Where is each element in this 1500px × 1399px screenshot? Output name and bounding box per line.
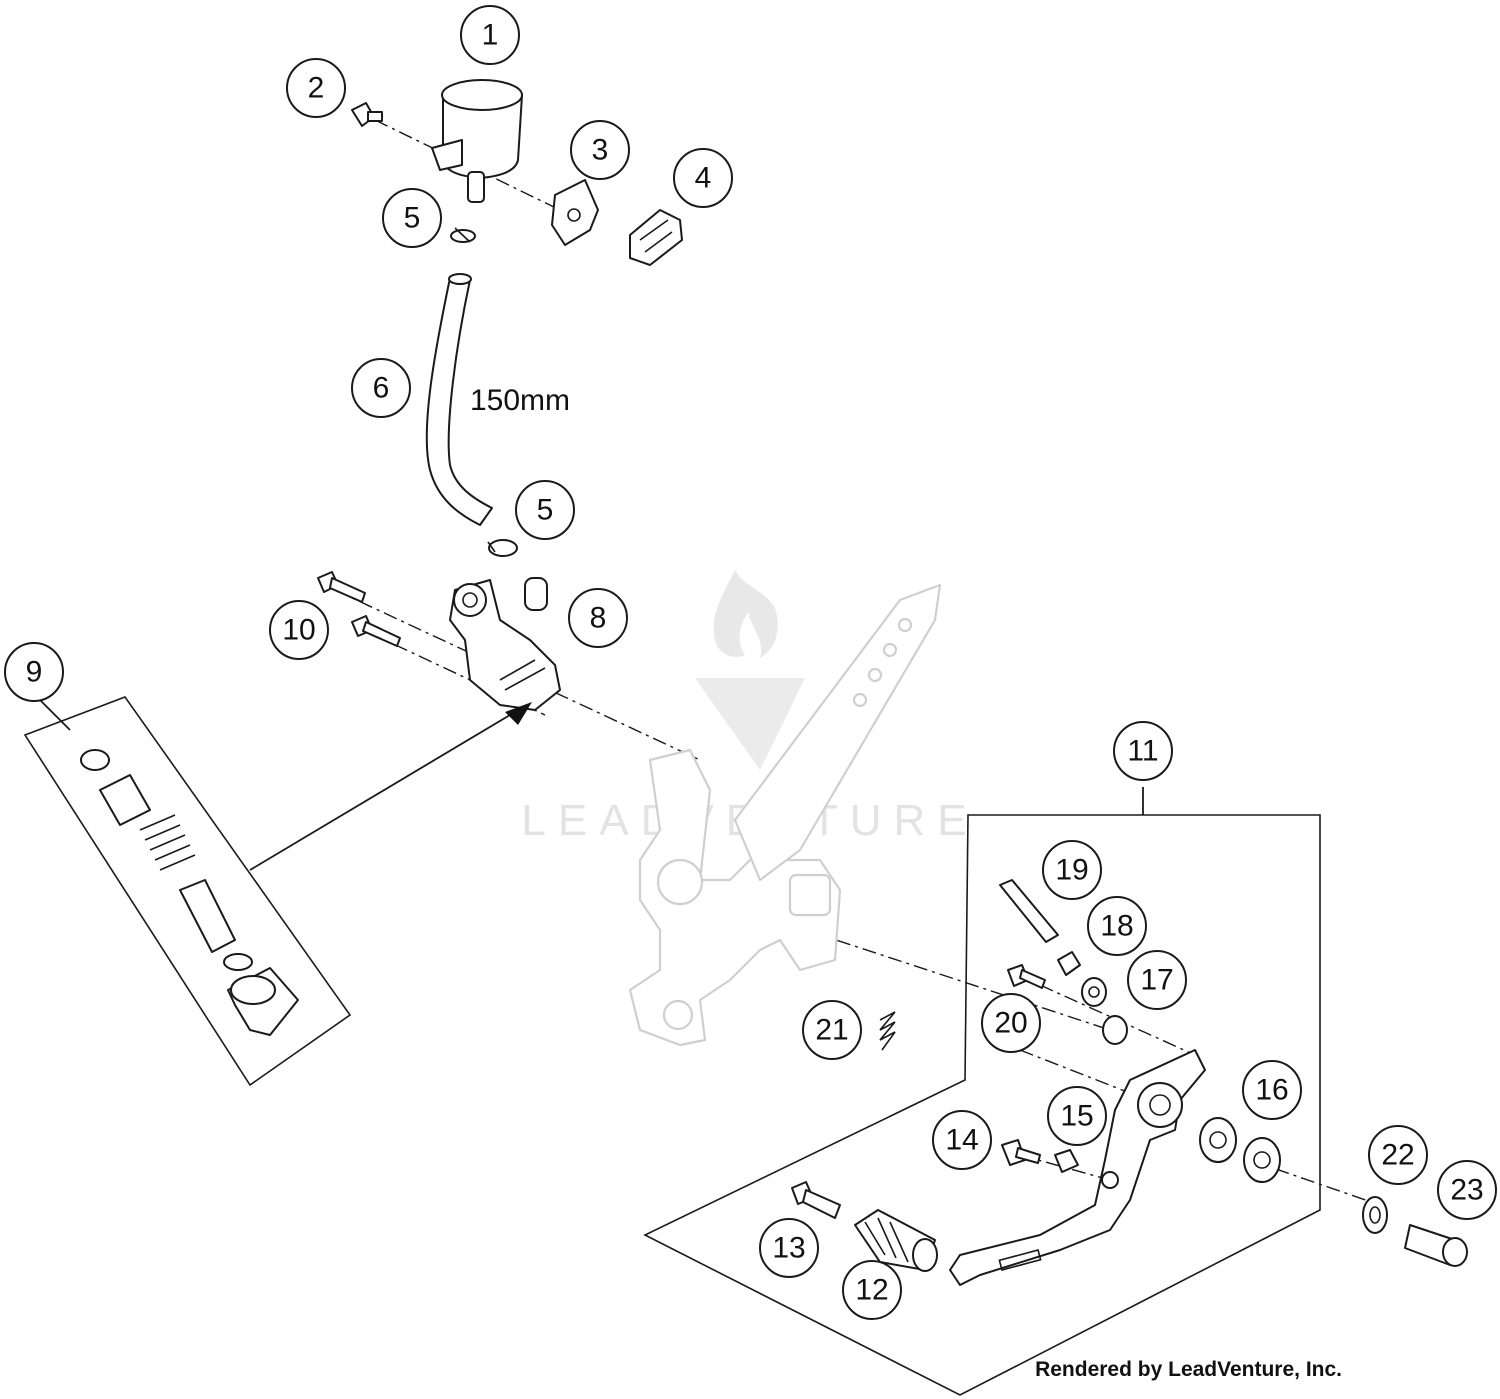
callout-19: 19 xyxy=(1042,840,1102,900)
callout-11: 11 xyxy=(1113,721,1173,781)
callout-2: 2 xyxy=(286,58,346,118)
callout-label: 22 xyxy=(1381,1139,1414,1172)
callout-15: 15 xyxy=(1047,1086,1107,1146)
nut-small xyxy=(1057,951,1081,976)
callout-12: 12 xyxy=(842,1260,902,1320)
callout-4: 4 xyxy=(673,148,733,208)
callout-label: 21 xyxy=(815,1014,848,1047)
pedal-assembly-box xyxy=(643,787,1321,1396)
hose-clamp-lower xyxy=(487,539,518,557)
callout-3: 3 xyxy=(570,120,630,180)
callout-label: 17 xyxy=(1140,964,1173,997)
callout-label: 1 xyxy=(482,19,499,52)
callout-label: 19 xyxy=(1055,854,1088,887)
stop-bolt xyxy=(1001,1139,1041,1166)
hose-length-label: 150mm xyxy=(470,384,570,417)
callout-label: 9 xyxy=(26,656,43,689)
flame-logo-icon xyxy=(713,570,778,658)
brake-fluid-reservoir xyxy=(431,79,523,203)
callout-label: 11 xyxy=(1127,735,1158,768)
callout-label: 2 xyxy=(308,72,325,105)
pedal-rubber xyxy=(854,1209,938,1272)
callout-label: 15 xyxy=(1060,1100,1093,1133)
render-credit: Rendered by LeadVenture, Inc. xyxy=(1035,1358,1342,1381)
pivot-bolt xyxy=(1404,1224,1468,1267)
master-cylinder xyxy=(449,577,561,711)
callout-10: 10 xyxy=(269,600,329,660)
repair-kit-box xyxy=(23,696,532,1087)
callout-label: 4 xyxy=(695,162,712,195)
callout-8: 8 xyxy=(568,588,628,648)
callout-14: 14 xyxy=(932,1110,992,1170)
callout-label: 5 xyxy=(404,202,421,235)
peg-bolt xyxy=(791,1181,841,1219)
callout-label: 16 xyxy=(1255,1074,1288,1107)
callout-21: 21 xyxy=(802,1000,862,1060)
callout-16: 16 xyxy=(1242,1060,1302,1120)
callout-6: 6 xyxy=(351,358,411,418)
callout-label: 6 xyxy=(373,372,390,405)
v-logo-icon xyxy=(695,678,805,770)
callout-label: 13 xyxy=(772,1232,805,1265)
callout-17: 17 xyxy=(1127,950,1187,1010)
callout-18: 18 xyxy=(1087,896,1147,956)
callout-20: 20 xyxy=(981,993,1041,1053)
pedal-bearings xyxy=(1199,1117,1281,1183)
callout-label: 8 xyxy=(590,602,607,635)
hose-clamp-upper xyxy=(450,227,476,243)
callout-5-upper: 5 xyxy=(382,188,442,248)
callout-label: 20 xyxy=(994,1007,1027,1040)
callout-label: 18 xyxy=(1100,910,1133,943)
callout-label: 10 xyxy=(282,614,315,647)
callout-5-lower: 5 xyxy=(515,480,575,540)
callout-23: 23 xyxy=(1437,1160,1497,1220)
callout-22: 22 xyxy=(1368,1125,1428,1185)
callout-1: 1 xyxy=(460,5,520,65)
washer xyxy=(1362,1196,1388,1234)
brake-hose xyxy=(425,273,493,526)
brake-pedal xyxy=(949,1049,1206,1286)
callout-label: 14 xyxy=(945,1124,978,1157)
callout-label: 5 xyxy=(537,494,554,527)
mounting-bolts xyxy=(317,571,401,647)
retaining-clip xyxy=(629,209,683,266)
callout-label: 23 xyxy=(1450,1174,1483,1207)
return-spring xyxy=(879,1011,896,1051)
callout-9: 9 xyxy=(4,642,64,702)
locknut xyxy=(1081,977,1107,1007)
reservoir-bracket xyxy=(551,179,599,246)
pedal-bolt xyxy=(1007,964,1128,1045)
footrest-bracket xyxy=(628,583,942,1047)
callout-13: 13 xyxy=(759,1218,819,1278)
reservoir-screw xyxy=(351,102,383,127)
pivot-pin xyxy=(999,879,1059,943)
callout-label: 3 xyxy=(592,134,609,167)
stop-nut xyxy=(1054,1149,1079,1173)
callout-label: 12 xyxy=(855,1274,888,1307)
